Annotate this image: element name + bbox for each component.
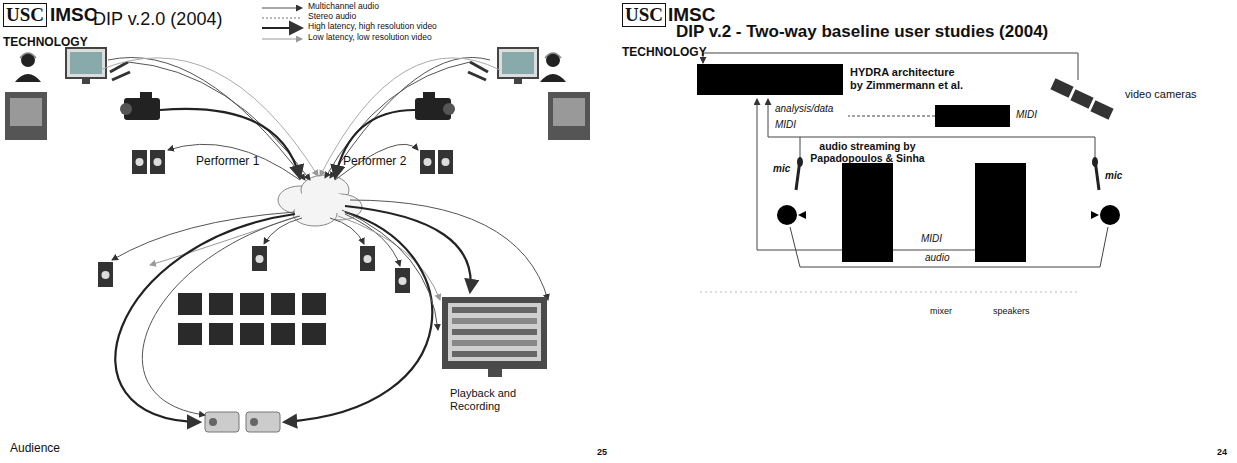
- architecture-box: HYDRA architecture by Zimmermann et al.: [697, 64, 967, 96]
- node-text: Playback and Recording: [450, 387, 545, 412]
- device-label: mic: [1105, 170, 1122, 182]
- logo-text: USC: [622, 3, 666, 27]
- logo-text: IMSC: [50, 4, 98, 26]
- device-label: video cameras: [1125, 88, 1197, 101]
- slide-title: DIP v.2.0 (2004): [93, 9, 222, 30]
- credit-label: audio streaming by Papadopoulos & Sinha: [805, 140, 930, 164]
- device-label: mic: [773, 163, 790, 175]
- node-text: HYDRA architecture by Zimmermann et al.: [850, 66, 965, 91]
- signal-label: MIDI: [1016, 109, 1037, 121]
- device-label: speakers: [993, 306, 1030, 316]
- page-number: 24: [1217, 447, 1227, 457]
- device-label: mixer: [930, 306, 952, 316]
- legend-text: Low latency, low resolution video: [308, 33, 432, 43]
- audience-label: Audience: [10, 442, 60, 456]
- section-label: TECHNOLOGY: [622, 46, 707, 60]
- black-box: [697, 64, 843, 95]
- slide-title: DIP v.2 - Two-way baseline user studies …: [676, 22, 1048, 42]
- signal-label: audio: [925, 252, 949, 264]
- performer-label: Performer 1: [196, 155, 259, 169]
- legend-text: High latency, high resolution video: [308, 22, 437, 32]
- playback-monitor: Playback and Recording: [440, 295, 550, 415]
- page-number: 25: [597, 447, 607, 457]
- monitor-picture: [440, 295, 550, 381]
- legend-text: Multichannel audio: [308, 2, 379, 12]
- signal-label: MIDI: [921, 233, 942, 245]
- signal-label: MIDI: [775, 119, 796, 131]
- logo-text: USC: [3, 3, 47, 27]
- section-label: TECHNOLOGY: [3, 36, 88, 50]
- legend-text: Stereo audio: [308, 12, 356, 22]
- signal-label: analysis/data: [775, 103, 833, 115]
- performer-label: Performer 2: [343, 155, 406, 169]
